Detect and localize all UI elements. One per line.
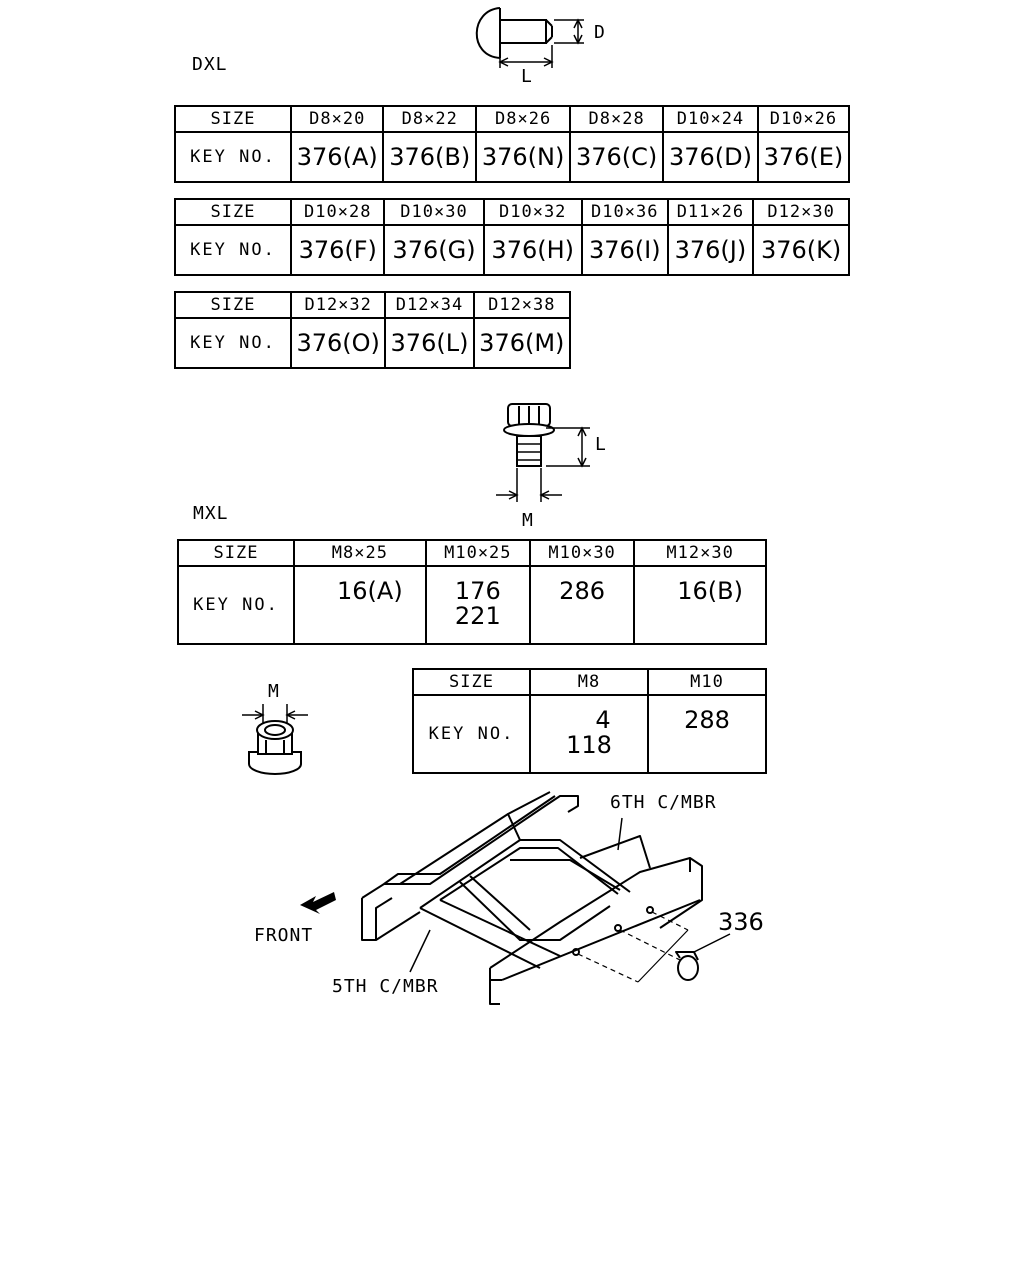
label-5th-crossmember: 5TH C/MBR xyxy=(332,976,439,997)
key-cell: 16(B) xyxy=(633,565,767,645)
size-header: SIZE xyxy=(174,105,292,133)
dxl-dim-l: L xyxy=(521,66,533,87)
size-cell: M10 xyxy=(647,668,767,696)
size-header: SIZE xyxy=(174,198,292,226)
flange-bolt-icon xyxy=(496,403,590,502)
key-cell: 376(J) xyxy=(666,224,755,276)
size-cell: D10×36 xyxy=(580,198,669,226)
key-cell: 376(E) xyxy=(756,131,851,183)
size-header: SIZE xyxy=(177,539,295,567)
key-cell: 376(G) xyxy=(383,224,485,276)
key-cell: 376(K) xyxy=(752,224,850,276)
crossmember-assembly-diagram xyxy=(361,791,731,1005)
key-value: 16(A) xyxy=(337,577,403,605)
size-cell: D10×28 xyxy=(289,198,386,226)
key-value: 286 xyxy=(559,577,605,605)
size-cell: M8×25 xyxy=(293,539,427,567)
size-cell: D8×26 xyxy=(475,105,572,133)
key-cell: 376(I) xyxy=(580,224,669,276)
key-cell: 376(C) xyxy=(569,131,665,183)
key-value: 16(B) xyxy=(677,577,743,605)
callout-336: 336 xyxy=(718,908,764,936)
size-cell: M10×30 xyxy=(528,539,636,567)
size-cell: D10×30 xyxy=(383,198,485,226)
key-cell: 376(F) xyxy=(289,224,386,276)
key-cell: 376(A) xyxy=(289,131,385,183)
label-6th-crossmember: 6TH C/MBR xyxy=(610,792,717,813)
key-header: KEY NO. xyxy=(174,317,292,369)
size-cell: D12×34 xyxy=(384,291,475,319)
size-cell: M8 xyxy=(529,668,649,696)
size-cell: D12×30 xyxy=(752,198,850,226)
key-cell: 376(L) xyxy=(384,317,475,369)
size-cell: D8×22 xyxy=(382,105,478,133)
front-arrow-icon xyxy=(300,892,336,914)
dxl-table-1: SIZE D8×20 D8×22 D8×26 D8×28 D10×24 D10×… xyxy=(174,105,851,183)
key-cell: 376(B) xyxy=(382,131,478,183)
size-header: SIZE xyxy=(412,668,531,696)
size-cell: D10×26 xyxy=(756,105,851,133)
rivet-icon xyxy=(475,7,584,68)
key-cell: 286 xyxy=(528,565,636,645)
key-cell: 288 xyxy=(647,694,767,774)
key-value: 118 xyxy=(566,731,612,759)
dxl-dim-d: D xyxy=(594,22,606,43)
dxl-label: DXL xyxy=(192,54,228,75)
key-cell: 376(D) xyxy=(662,131,759,183)
mxl-label: MXL xyxy=(193,503,229,524)
mxl-dim-m: M xyxy=(522,510,534,531)
flange-nut-icon xyxy=(242,704,308,775)
key-value: 288 xyxy=(684,706,730,734)
label-front: FRONT xyxy=(254,925,314,946)
size-cell: D12×32 xyxy=(289,291,387,319)
key-cell: 376(M) xyxy=(472,317,572,369)
size-cell: D8×20 xyxy=(289,105,385,133)
mxl-dim-l: L xyxy=(595,434,607,455)
key-header: KEY NO. xyxy=(174,224,292,276)
size-cell: D10×24 xyxy=(662,105,759,133)
size-cell: M10×25 xyxy=(424,539,531,567)
size-cell: D8×28 xyxy=(569,105,665,133)
size-cell: M12×30 xyxy=(633,539,767,567)
dxl-table-3: SIZE D12×32 D12×34 D12×38 KEY NO. 376(O)… xyxy=(174,291,572,369)
key-header: KEY NO. xyxy=(412,694,531,774)
key-cell: 376(O) xyxy=(289,317,387,369)
key-header: KEY NO. xyxy=(174,131,292,183)
size-header: SIZE xyxy=(174,291,292,319)
key-header: KEY NO. xyxy=(177,565,295,645)
dxl-table-2: SIZE D10×28 D10×30 D10×32 D10×36 D11×26 … xyxy=(174,198,850,276)
nut-dim-m: M xyxy=(268,681,280,702)
size-cell: D11×26 xyxy=(666,198,755,226)
size-cell: D12×38 xyxy=(472,291,572,319)
key-value: 4 xyxy=(595,706,611,734)
size-cell: D10×32 xyxy=(482,198,583,226)
key-cell: 16(A) xyxy=(293,565,427,645)
key-cell: 376(H) xyxy=(482,224,583,276)
key-value: 176 xyxy=(454,577,501,605)
key-value: 221 xyxy=(454,602,501,630)
key-cell: 376(N) xyxy=(475,131,572,183)
mxl-table: SIZE M8×25 M10×25 M10×30 M12×30 KEY NO. … xyxy=(177,539,767,645)
